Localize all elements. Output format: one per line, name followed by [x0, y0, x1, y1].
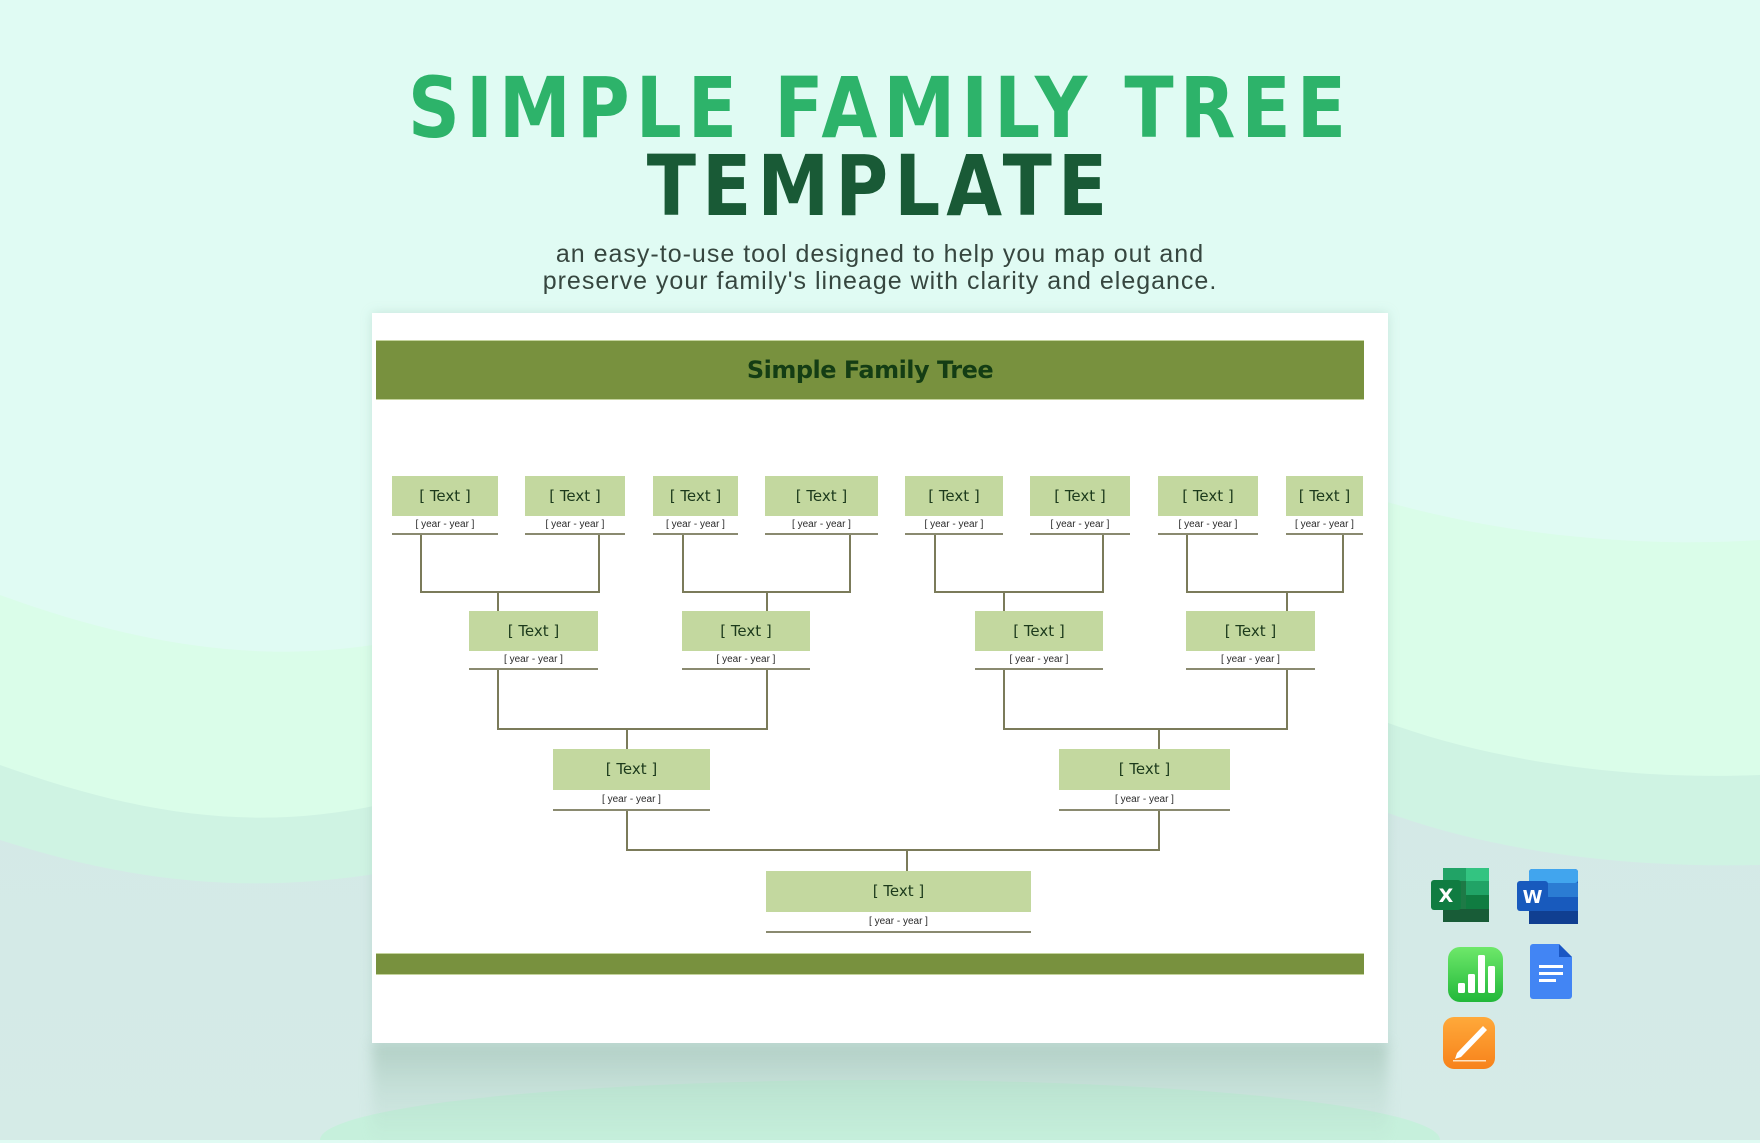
node-years: [ year - year ] [766, 912, 1031, 933]
node-years: [ year - year ] [1286, 516, 1363, 535]
node-name: [ Text ] [1186, 611, 1315, 651]
tree-node-gen4-4[interactable]: [ Text ] [ year - year ] [765, 476, 878, 535]
connector [1003, 670, 1005, 730]
tree-node-gen4-5[interactable]: [ Text ] [ year - year ] [905, 476, 1003, 535]
node-years: [ year - year ] [1186, 651, 1315, 670]
node-years: [ year - year ] [525, 516, 625, 535]
node-name: [ Text ] [553, 749, 710, 790]
node-years: [ year - year ] [553, 790, 710, 811]
connector [420, 533, 422, 593]
tree-node-gen2-2[interactable]: [ Text ] [ year - year ] [1059, 749, 1230, 811]
connector [626, 728, 628, 749]
hero-title-line1: SIMPLE FAMILY TREE [407, 59, 1353, 157]
node-name: [ Text ] [905, 476, 1003, 516]
node-name: [ Text ] [653, 476, 738, 516]
connector [626, 849, 1160, 851]
connector [1186, 533, 1188, 593]
connector [598, 533, 600, 593]
node-name: [ Text ] [765, 476, 878, 516]
tree-node-gen4-2[interactable]: [ Text ] [ year - year ] [525, 476, 625, 535]
document-preview-card: Simple Family Tree [ Text ] [ year - yea… [372, 313, 1388, 1043]
node-years: [ year - year ] [682, 651, 810, 670]
node-name: [ Text ] [525, 476, 625, 516]
node-years: [ year - year ] [653, 516, 738, 535]
tree-node-gen2-1[interactable]: [ Text ] [ year - year ] [553, 749, 710, 811]
connector [1342, 533, 1344, 593]
hero-subtitle-line1: an easy-to-use tool designed to help you… [555, 240, 1205, 268]
connector [497, 728, 768, 730]
connector [766, 591, 768, 611]
connector [420, 591, 600, 593]
word-icon: W [1517, 869, 1578, 924]
connector [1186, 591, 1344, 593]
document-title: Simple Family Tree [746, 356, 994, 384]
tree-node-gen4-6[interactable]: [ Text ] [ year - year ] [1030, 476, 1130, 535]
tree-node-root[interactable]: [ Text ] [ year - year ] [766, 871, 1031, 933]
google-docs-icon [1530, 944, 1572, 999]
connector [1286, 670, 1288, 730]
connector [626, 810, 628, 851]
node-years: [ year - year ] [469, 651, 598, 670]
node-name: [ Text ] [1059, 749, 1230, 790]
node-years: [ year - year ] [975, 651, 1103, 670]
connector [906, 849, 908, 871]
pages-icon [1443, 1017, 1495, 1069]
tree-node-gen4-1[interactable]: [ Text ] [ year - year ] [392, 476, 498, 535]
tree-node-gen4-3[interactable]: [ Text ] [ year - year ] [653, 476, 738, 535]
node-years: [ year - year ] [1059, 790, 1230, 811]
node-name: [ Text ] [766, 871, 1031, 912]
svg-text:X: X [1439, 885, 1454, 907]
card-shadow [372, 1043, 1388, 1143]
tree-node-gen3-3[interactable]: [ Text ] [ year - year ] [975, 611, 1103, 670]
node-name: [ Text ] [682, 611, 810, 651]
connector [1003, 591, 1005, 611]
svg-text:W: W [1523, 887, 1543, 908]
node-years: [ year - year ] [392, 516, 498, 535]
connector [1158, 810, 1160, 851]
node-name: [ Text ] [469, 611, 598, 651]
numbers-icon [1448, 947, 1503, 1002]
connector [1003, 728, 1288, 730]
connector [497, 670, 499, 730]
tree-node-gen3-2[interactable]: [ Text ] [ year - year ] [682, 611, 810, 670]
connector [766, 670, 768, 730]
node-name: [ Text ] [1158, 476, 1258, 516]
connector [1158, 728, 1160, 749]
connector [934, 591, 1104, 593]
tree-node-gen3-1[interactable]: [ Text ] [ year - year ] [469, 611, 598, 670]
tree-node-gen4-8[interactable]: [ Text ] [ year - year ] [1286, 476, 1363, 535]
node-name: [ Text ] [975, 611, 1103, 651]
hero-subtitle-line2: preserve your family's lineage with clar… [542, 267, 1218, 295]
connector [1286, 591, 1288, 611]
connector [497, 591, 499, 611]
node-years: [ year - year ] [765, 516, 878, 535]
node-name: [ Text ] [1286, 476, 1363, 516]
document-header-bar: Simple Family Tree [376, 340, 1364, 400]
connector [682, 533, 684, 593]
node-years: [ year - year ] [1158, 516, 1258, 535]
hero-title-line2: TEMPLATE [646, 137, 1114, 235]
connector [1102, 533, 1104, 593]
connector [934, 533, 936, 593]
tree-node-gen4-7[interactable]: [ Text ] [ year - year ] [1158, 476, 1258, 535]
node-years: [ year - year ] [1030, 516, 1130, 535]
node-name: [ Text ] [1030, 476, 1130, 516]
document-footer-bar [376, 953, 1364, 975]
node-years: [ year - year ] [905, 516, 1003, 535]
node-name: [ Text ] [392, 476, 498, 516]
tree-node-gen3-4[interactable]: [ Text ] [ year - year ] [1186, 611, 1315, 670]
connector [849, 533, 851, 593]
excel-icon: X [1431, 868, 1489, 922]
